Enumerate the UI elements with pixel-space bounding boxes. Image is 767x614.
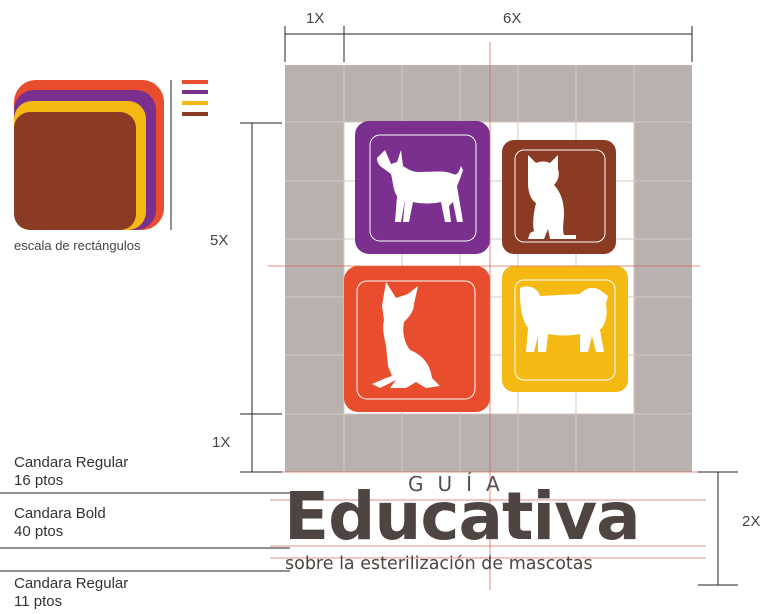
tile-yellow [502,266,628,392]
logo-title: Educativa [284,478,641,555]
dimension-lines [0,26,738,586]
font-name: Candara Bold [14,505,106,522]
font-size: 16 ptos [14,472,64,489]
font-note-1: Candara Regular 16 ptos [14,454,128,490]
font-size: 40 ptos [14,523,64,540]
scale-label: escala de rectángulos [14,238,141,253]
dim-label-6x: 6X [503,10,522,27]
font-note-3: Candara Regular 11 ptos [14,575,128,611]
dim-label-5x: 5X [210,232,229,249]
logo-subtitle: sobre la esterilización de mascotas [285,554,593,574]
tile-brown [502,140,616,254]
tile-orange [344,266,490,412]
cat-sitting-icon [528,155,576,239]
dim-label-2x: 2X [742,513,761,530]
chihuahua-standing-icon [377,150,463,222]
guide-lines [268,42,706,590]
font-name: Candara Regular [14,575,129,592]
font-name: Candara Regular [14,454,129,471]
font-size: 11 ptos [14,593,63,610]
rectangle-scale-swatch [14,80,208,230]
dim-label-1x-left: 1X [212,434,231,451]
logo-guia: GUÍA [408,472,514,496]
tile-purple [355,121,490,254]
font-note-2: Candara Bold 40 ptos [14,505,106,541]
pug-standing-icon [520,286,608,352]
dim-label-1x-top: 1X [306,10,325,27]
chihuahua-sitting-icon [372,282,440,388]
